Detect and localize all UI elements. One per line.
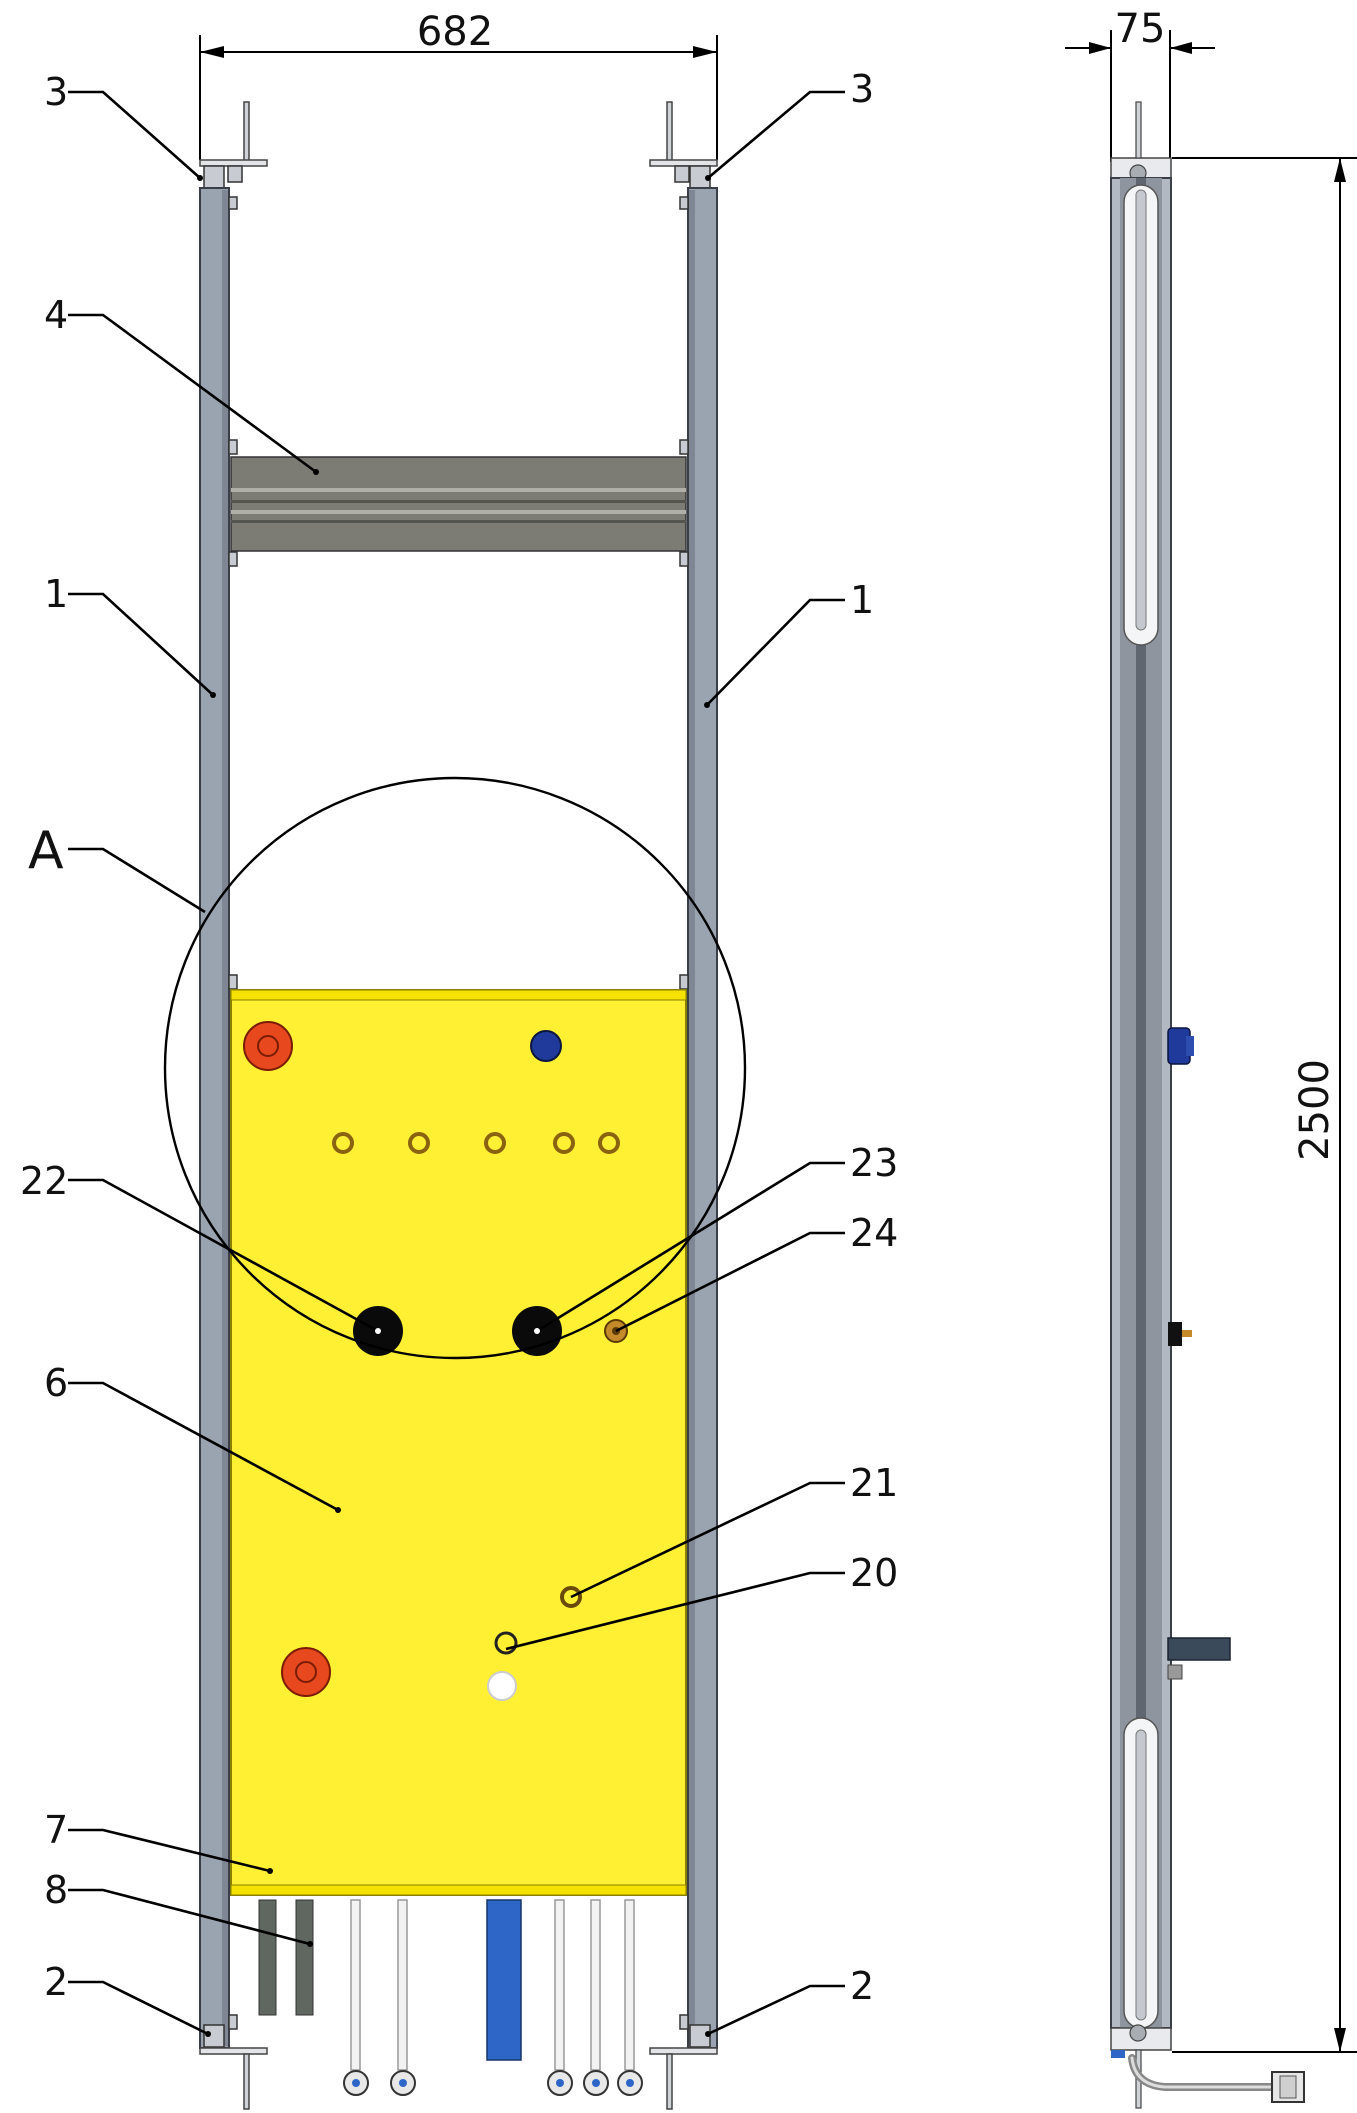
label-3-right: 3 [850, 67, 874, 111]
depth-dimension-value: 75 [1115, 6, 1166, 52]
height-dimension: 2500 [1172, 157, 1357, 2053]
post-bolts [228, 196, 689, 2030]
port-21 [560, 1586, 582, 1608]
label-1-left: 1 [44, 572, 68, 616]
front-view: 6 8 2 [20, 9, 898, 2110]
red-port-upper [243, 1021, 293, 1071]
label-20: 20 [850, 1551, 898, 1595]
depth-dimension: 75 [1065, 6, 1215, 162]
label-8: 8 [44, 1868, 68, 1912]
label-2-left: 2 [44, 1960, 68, 2004]
height-dimension-value: 2500 [1292, 1059, 1338, 1161]
width-dimension-value: 682 [417, 9, 493, 55]
grey-pipe-2 [295, 1899, 314, 2016]
label-6: 6 [44, 1361, 68, 1405]
label-2-right: 2 [850, 1964, 874, 2008]
bottom-pipes [258, 1899, 643, 2096]
top-bracket-left [199, 101, 268, 189]
panel-ports [243, 1021, 628, 1701]
leaders [68, 90, 845, 2037]
label-24: 24 [850, 1211, 898, 1255]
width-dimension: 682 [199, 9, 718, 160]
bottom-bracket-right [649, 2024, 718, 2110]
label-7: 7 [44, 1808, 68, 1852]
crossbar [230, 456, 687, 552]
white-port [487, 1671, 517, 1701]
blue-port [530, 1030, 562, 1062]
label-22: 22 [20, 1159, 68, 1203]
port-20 [494, 1631, 518, 1655]
label-detail-a: A [28, 821, 64, 881]
blue-pipe [486, 1899, 522, 2061]
label-23: 23 [850, 1141, 898, 1185]
label-4: 4 [44, 293, 68, 337]
label-21: 21 [850, 1461, 898, 1505]
side-black-fitting [1168, 1322, 1182, 1346]
mounting-panel [230, 989, 687, 1896]
grey-pipe-1 [258, 1899, 277, 2016]
detail-circle-a [163, 776, 747, 1360]
labels: 3 3 4 1 1 A 22 23 24 6 21 20 7 8 2 2 [20, 67, 898, 2008]
label-1-right: 1 [850, 578, 874, 622]
side-view: 75 2500 [1065, 6, 1357, 2109]
top-bracket-right [649, 101, 718, 189]
label-3-left: 3 [44, 70, 68, 114]
red-port-lower [281, 1647, 331, 1697]
bottom-bracket-left [199, 2024, 268, 2110]
side-pipe [1167, 1637, 1231, 1661]
